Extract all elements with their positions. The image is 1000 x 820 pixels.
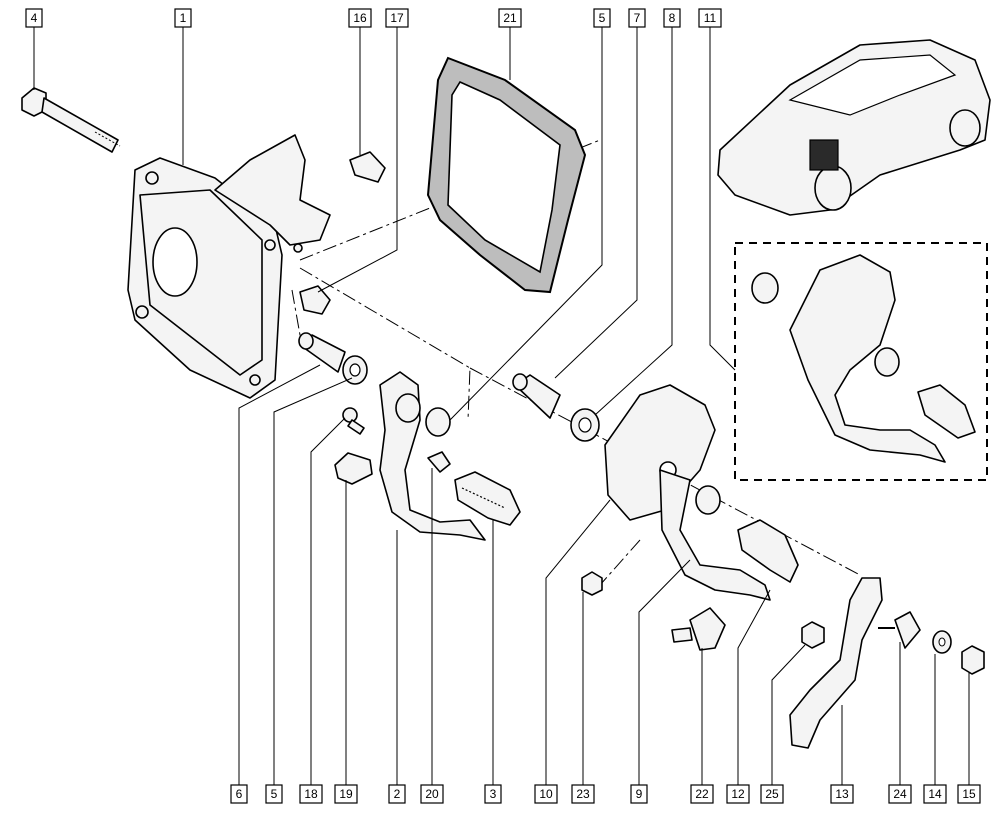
callout-18-label: 18 [304, 787, 318, 801]
callout-19: 19 [334, 784, 358, 804]
callout-20: 20 [420, 784, 444, 804]
stop-part-20 [427, 451, 451, 473]
callout-25-label: 25 [765, 787, 779, 801]
callout-19-label: 19 [339, 787, 353, 801]
bolt-part-24 [878, 611, 921, 649]
callout-15: 15 [957, 784, 981, 804]
callout-5-top-label: 5 [599, 11, 606, 25]
bracket-part-13 [789, 577, 883, 749]
callout-4: 4 [25, 8, 43, 28]
callout-1: 1 [174, 8, 192, 28]
variant-detail-frame [734, 242, 988, 481]
callout-25: 25 [760, 784, 784, 804]
callout-1-label: 1 [180, 11, 187, 25]
callout-9: 9 [630, 784, 648, 804]
callout-20-label: 20 [425, 787, 439, 801]
pedal-arm-part-9 [659, 469, 771, 601]
pedal-bracket-part-1 [127, 134, 331, 399]
pedal-assembly-part-10 [604, 384, 716, 521]
clip-part-17 [299, 285, 331, 315]
callout-12: 12 [726, 784, 750, 804]
callout-leader-lines [33, 27, 970, 785]
screw-part-18 [342, 407, 365, 435]
pedal-location-marker-icon [809, 139, 839, 171]
callout-3: 3 [484, 784, 502, 804]
callout-24-label: 24 [893, 787, 907, 801]
callout-11-label: 11 [704, 11, 717, 25]
callout-23-label: 23 [576, 787, 590, 801]
callout-12-label: 12 [731, 787, 745, 801]
nut-part-25 [801, 621, 825, 649]
callout-6-label: 6 [236, 787, 243, 801]
callout-5-top: 5 [593, 8, 611, 28]
callout-22: 22 [690, 784, 714, 804]
callout-6: 6 [230, 784, 248, 804]
callout-24: 24 [888, 784, 912, 804]
callout-18: 18 [299, 784, 323, 804]
callout-5-bottom-label: 5 [271, 787, 278, 801]
bearing-part-8 [570, 408, 600, 442]
nut-part-23 [581, 571, 603, 596]
callout-16: 16 [348, 8, 372, 28]
callout-22-label: 22 [695, 787, 709, 801]
callout-13: 13 [830, 784, 854, 804]
callout-14: 14 [923, 784, 947, 804]
nut-part-15 [961, 645, 985, 675]
pedal-pad-part-3 [454, 471, 521, 526]
callout-23: 23 [571, 784, 595, 804]
callout-7-label: 7 [634, 11, 641, 25]
callout-9-label: 9 [636, 787, 643, 801]
washer-part-14 [932, 630, 952, 654]
clip-part-16 [349, 151, 386, 183]
callout-4-label: 4 [31, 11, 38, 25]
callout-8: 8 [663, 8, 681, 28]
callout-2: 2 [388, 784, 406, 804]
callout-8-label: 8 [669, 11, 676, 25]
callout-7: 7 [628, 8, 646, 28]
clip-part-22 [671, 607, 726, 651]
callout-11: 11 [698, 8, 722, 28]
bolt-part-4 [21, 87, 121, 153]
callout-21: 21 [498, 8, 522, 28]
bearing-part-5-left [342, 355, 368, 385]
sleeve-part-7 [512, 373, 561, 419]
callout-5-bottom: 5 [265, 784, 283, 804]
callout-10-label: 10 [539, 787, 553, 801]
callout-3-label: 3 [490, 787, 497, 801]
callout-2-label: 2 [394, 787, 401, 801]
callout-17-label: 17 [390, 11, 404, 25]
callout-16-label: 16 [353, 11, 367, 25]
callout-10: 10 [534, 784, 558, 804]
pedal-part-2 [379, 371, 486, 541]
seal-part-21 [426, 56, 587, 294]
callout-14-label: 14 [928, 787, 942, 801]
callout-17: 17 [385, 8, 409, 28]
vehicle-location-inset [717, 39, 991, 216]
clip-part-19 [334, 452, 373, 485]
bushing-part-6 [298, 332, 346, 373]
pedal-pad-part-12 [737, 519, 799, 583]
callout-13-label: 13 [835, 787, 849, 801]
callout-21-label: 21 [503, 11, 517, 25]
callout-15-label: 15 [962, 787, 976, 801]
